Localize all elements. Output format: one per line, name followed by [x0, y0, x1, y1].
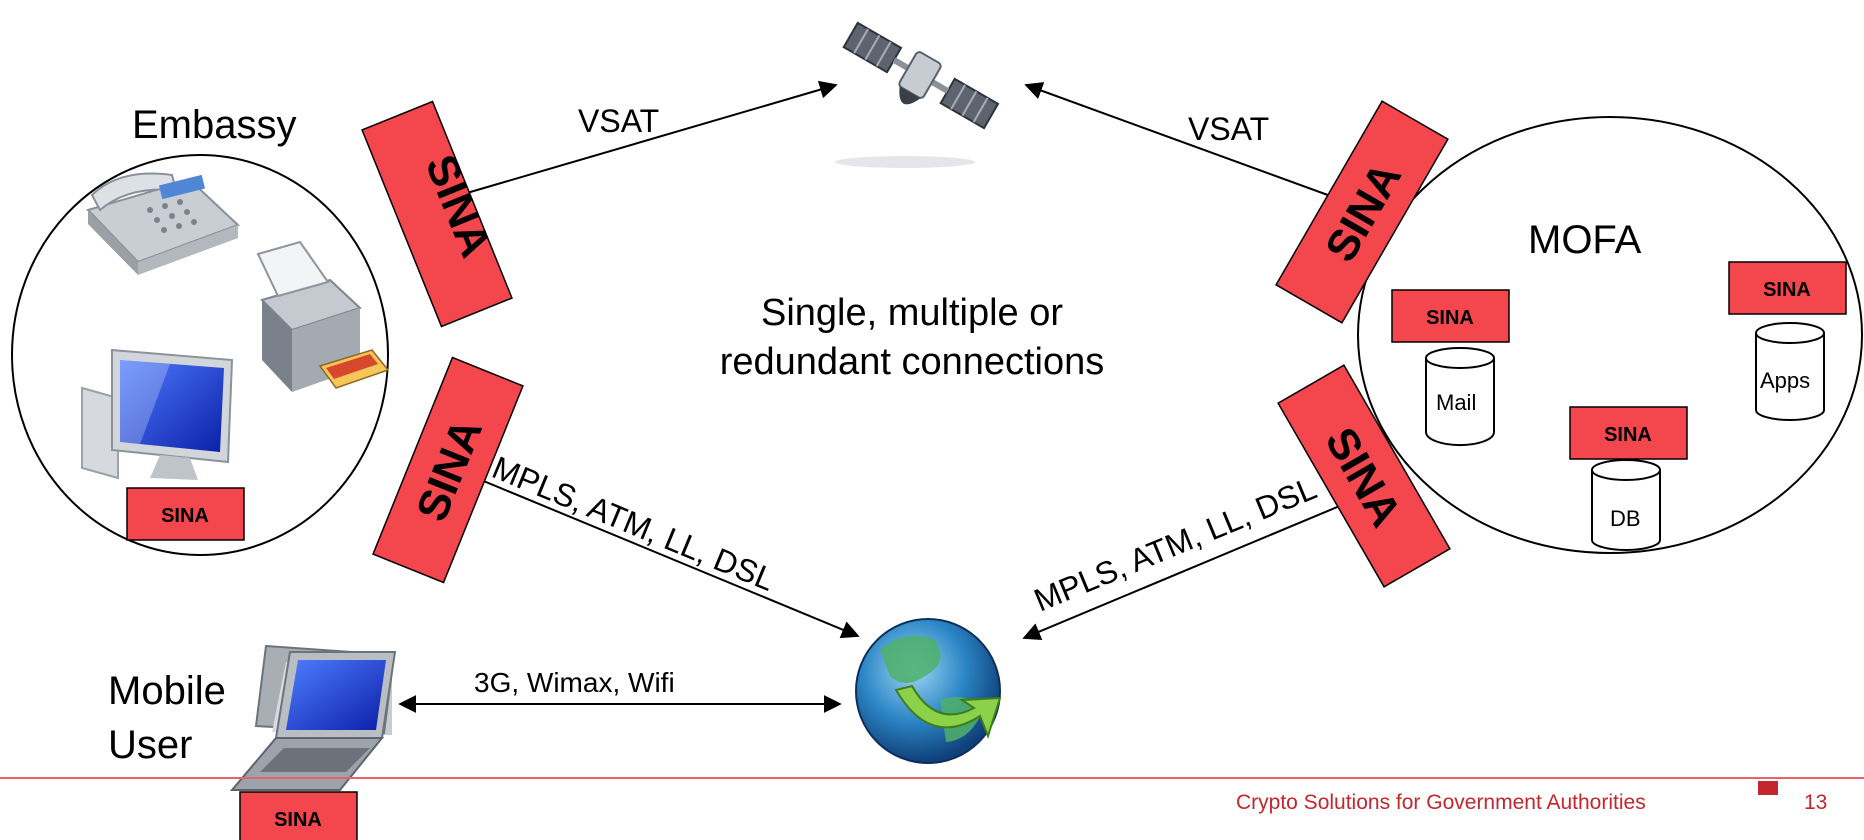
- mobile-user-label-line1: Mobile: [108, 669, 226, 713]
- center-note-line2: redundant connections: [720, 341, 1105, 383]
- desktop-computer-icon: [81, 348, 234, 480]
- sina-bar-mofa-vsat: SINA: [1275, 100, 1449, 324]
- sina-box-mobile: SINA: [239, 791, 358, 840]
- mpls-left-label: MPLS, ATM, LL, DSL: [487, 449, 780, 598]
- vsat-right-link: [1024, 82, 1337, 199]
- sina-label: SINA: [1426, 307, 1474, 329]
- globe-icon: [855, 618, 1002, 764]
- vsat-left-label: VSAT: [578, 103, 659, 139]
- sina-label: SINA: [274, 809, 322, 831]
- page-number: 13: [1804, 791, 1828, 814]
- wireless-label: 3G, Wimax, Wifi: [474, 667, 675, 698]
- database-icon-apps: Apps: [1755, 322, 1825, 421]
- mpls-left-link: [426, 455, 860, 639]
- laptop-icon: [229, 644, 397, 791]
- mofa-boundary: [1357, 116, 1863, 554]
- sina-box-db: SINA: [1569, 406, 1688, 460]
- embassy-boundary: [11, 154, 389, 556]
- mpls-right-link: [1022, 499, 1355, 641]
- footer-divider: [0, 777, 1864, 779]
- sina-bar-embassy-vsat: SINA: [361, 100, 513, 328]
- printer-icon: [256, 240, 390, 392]
- database-icon-mail: Mail: [1425, 347, 1495, 447]
- mail-label: Mail: [1436, 390, 1476, 415]
- sina-label: SINA: [161, 505, 209, 527]
- footer-accent-mark: [1758, 781, 1778, 795]
- sina-box-embassy: SINA: [126, 487, 245, 541]
- footer-title: Crypto Solutions for Government Authorit…: [1236, 791, 1646, 814]
- telephone-icon: [86, 172, 240, 275]
- db-label: DB: [1610, 506, 1641, 531]
- sina-box-mail: SINA: [1391, 289, 1510, 343]
- sina-label: SINA: [1604, 424, 1652, 446]
- apps-label: Apps: [1760, 368, 1810, 393]
- mpls-right-label: MPLS, ATM, LL, DSL: [1029, 470, 1322, 619]
- satellite-icon: [835, 21, 1000, 168]
- mofa-label: MOFA: [1528, 218, 1642, 262]
- vsat-left-link: [400, 80, 838, 217]
- embassy-label: Embassy: [132, 103, 297, 147]
- center-note-line1: Single, multiple or: [761, 292, 1063, 334]
- sina-label: SINA: [1763, 279, 1811, 301]
- mobile-user-label-line2: User: [108, 723, 192, 767]
- database-icon-db: DB: [1591, 459, 1661, 551]
- sina-box-apps: SINA: [1728, 261, 1847, 315]
- vsat-right-label: VSAT: [1188, 111, 1269, 147]
